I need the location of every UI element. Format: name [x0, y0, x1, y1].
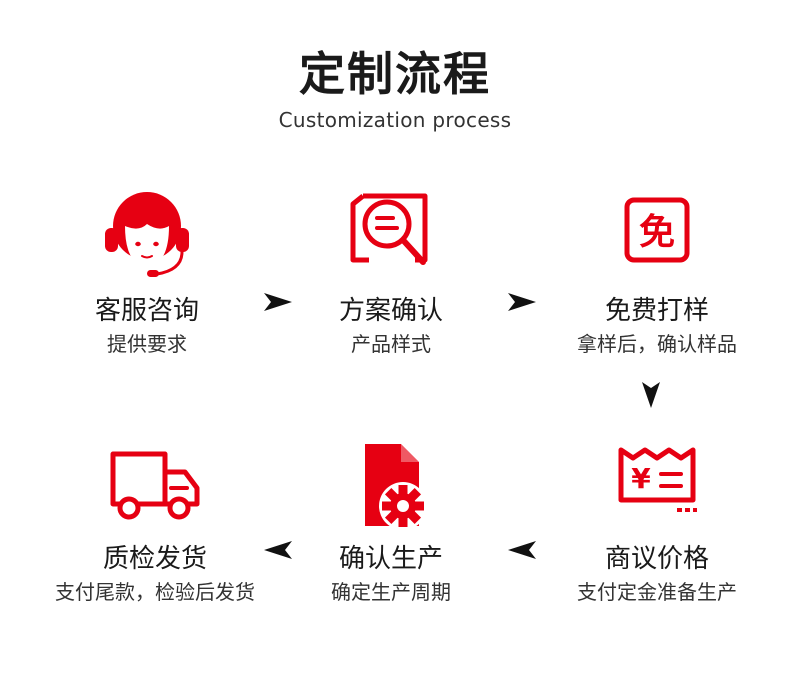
step-desc: 支付尾款，检验后发货	[55, 580, 255, 604]
step-name: 商议价格	[604, 544, 709, 574]
document-gear-icon	[343, 440, 439, 536]
yen-char: ¥	[631, 462, 651, 495]
delivery-truck-icon	[107, 444, 203, 524]
arrow-right-icon	[264, 293, 292, 311]
step-desc: 产品样式	[351, 332, 431, 356]
step-name: 客服咨询	[94, 296, 199, 326]
arrow-left-icon	[508, 541, 536, 559]
step-desc: 提供要求	[107, 332, 187, 356]
step-plan-confirmation: 方案确认 产品样式	[276, 180, 506, 360]
arrow-left-icon	[264, 541, 292, 559]
step-name: 方案确认	[338, 296, 443, 326]
step-free-sample: 免 免费打样 拿样后，确认样品	[542, 180, 772, 360]
yen-receipt-icon: ¥	[609, 440, 705, 520]
arrow-down-icon	[642, 382, 660, 408]
step-desc: 拿样后，确认样品	[577, 332, 737, 356]
step-desc: 支付定金准备生产	[577, 580, 737, 604]
step-name: 质检发货	[102, 544, 207, 574]
page-subtitle: Customization process	[278, 108, 512, 132]
step-name: 确认生产	[338, 544, 443, 574]
step-price-negotiation: ¥ 商议价格 支付定金准备生产	[542, 440, 772, 610]
step-production-confirmation: 确认生产 确定生产周期	[276, 440, 506, 610]
customer-service-headset-icon	[99, 186, 195, 282]
step-consultation: 客服咨询 提供要求	[32, 180, 262, 360]
arrow-right-icon	[508, 293, 536, 311]
document-magnifier-icon	[343, 188, 439, 284]
step-name: 免费打样	[604, 296, 709, 326]
step-inspection-shipping: 质检发货 支付尾款，检验后发货	[40, 440, 270, 610]
stamp-char: 免	[639, 212, 675, 253]
page-title: 定制流程	[299, 47, 491, 101]
free-stamp-icon: 免	[617, 194, 697, 274]
step-desc: 确定生产周期	[331, 580, 451, 604]
